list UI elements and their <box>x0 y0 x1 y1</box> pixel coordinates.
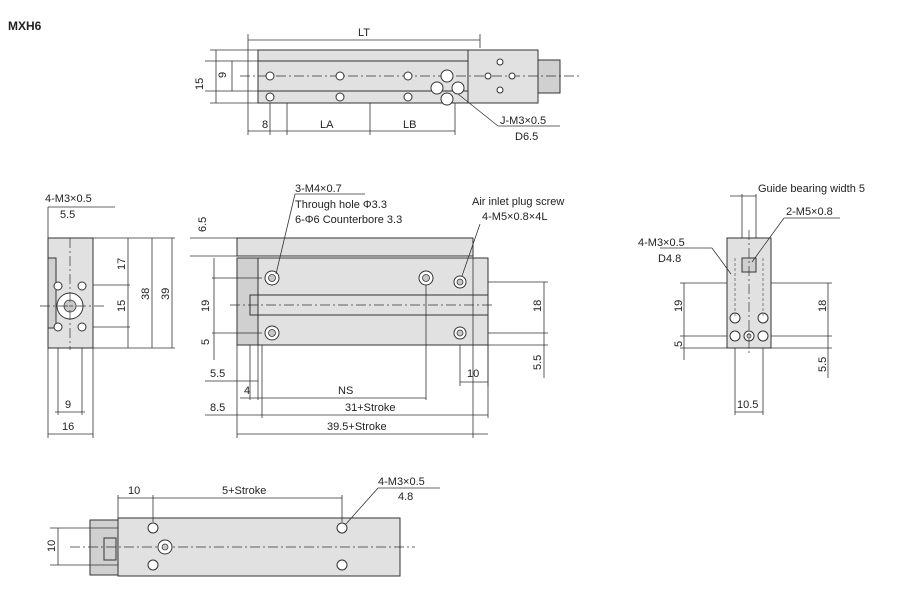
bottom-view: 10 5+Stroke 4-M3×0.5 4.8 10 <box>46 476 440 577</box>
right-dim-5-5: 5.5 <box>817 357 829 372</box>
air-port-inner <box>456 278 464 286</box>
front-callout-3: 6-Φ6 Counterbore 3.3 <box>295 214 402 226</box>
top-hole <box>265 92 275 102</box>
front-dim-19: 19 <box>200 300 212 312</box>
left-dim-16: 16 <box>62 421 74 433</box>
dim-LB: LB <box>403 119 416 131</box>
front-dim-5-5-w: 5.5 <box>210 368 225 380</box>
left-hole <box>77 322 87 332</box>
right-hole <box>729 330 741 342</box>
front-dim-5-5: 5.5 <box>532 355 544 370</box>
left-thread: 4-M3×0.5 <box>45 193 92 205</box>
top-port <box>451 81 465 95</box>
bottom-hole <box>147 522 159 534</box>
front-hole <box>268 329 276 337</box>
top-hole <box>403 92 413 102</box>
front-dim-4: 4 <box>244 385 250 397</box>
bottom-dim-h10: 10 <box>46 540 58 552</box>
left-hole <box>53 322 63 332</box>
top-body <box>257 49 469 104</box>
front-table <box>236 237 474 257</box>
front-dim-18: 18 <box>532 300 544 312</box>
top-port <box>440 92 454 106</box>
top-small-hole <box>508 72 516 80</box>
left-side-strip <box>47 257 57 329</box>
right-dim-5: 5 <box>673 341 685 347</box>
left-dim-15: 15 <box>116 300 128 312</box>
bottom-hole <box>147 559 159 571</box>
model-title: MXH6 <box>8 19 42 33</box>
top-port <box>440 69 454 83</box>
top-small-hole <box>496 58 504 66</box>
top-hole <box>335 92 345 102</box>
left-dim-9: 9 <box>65 399 71 411</box>
right-hole <box>757 330 769 342</box>
front-callout-1: 3-M4×0.7 <box>295 183 342 195</box>
right-thread-2: 2-M5×0.8 <box>786 206 833 218</box>
front-body <box>257 257 489 346</box>
bottom-hole <box>336 559 348 571</box>
bottom-depth: 4.8 <box>398 491 413 503</box>
bottom-dim-10: 10 <box>128 485 140 497</box>
left-view: 4-M3×0.5 5.5 17 15 38 39 9 16 <box>40 193 175 438</box>
right-dim-18: 18 <box>817 300 829 312</box>
dim-LA: LA <box>320 119 334 131</box>
bottom-hole <box>336 522 348 534</box>
top-view: LT 9 15 8 LA LB J-M3×0.5 D6.5 <box>194 27 580 143</box>
air-inlet-label: Air inlet plug screw <box>472 196 564 208</box>
top-port <box>430 81 444 95</box>
bottom-port-inner <box>161 543 169 551</box>
top-small-hole <box>496 86 504 94</box>
left-dim-17: 17 <box>116 258 128 270</box>
front-dim-6-5: 6.5 <box>197 217 209 232</box>
top-end-block <box>467 49 539 104</box>
front-view: 3-M4×0.7 Through hole Φ3.3 6-Φ6 Counterb… <box>190 183 564 438</box>
front-dim-NS: NS <box>338 385 353 397</box>
bottom-dim-5-stroke: 5+Stroke <box>222 485 266 497</box>
top-end-cap <box>537 59 561 94</box>
left-hole <box>77 281 87 291</box>
right-dim-10-5: 10.5 <box>737 399 758 411</box>
dim-9: 9 <box>217 72 229 78</box>
dim-15: 15 <box>194 78 206 90</box>
top-j-depth: D6.5 <box>515 131 538 143</box>
left-depth: 5.5 <box>60 209 75 221</box>
left-dim-38: 38 <box>140 288 152 300</box>
right-guide-label: Guide bearing width 5 <box>758 183 865 195</box>
top-hole <box>265 71 275 81</box>
top-j-thread: J-M3×0.5 <box>500 115 546 127</box>
front-dim-5: 5 <box>200 339 212 345</box>
front-dim-8-5: 8.5 <box>210 402 225 414</box>
air-port-inner <box>456 329 464 337</box>
front-dim-39-5-stroke: 39.5+Stroke <box>327 421 387 433</box>
top-hole <box>403 71 413 81</box>
top-hole <box>335 71 345 81</box>
front-callout-2: Through hole Φ3.3 <box>295 199 387 211</box>
left-hole <box>53 281 63 291</box>
dim-8: 8 <box>262 119 268 131</box>
front-hole <box>422 274 430 282</box>
right-depth: D4.8 <box>658 253 681 265</box>
right-dim-19: 19 <box>673 300 685 312</box>
front-dim-31-stroke: 31+Stroke <box>345 402 395 414</box>
front-hole <box>268 274 276 282</box>
air-inlet-thread: 4-M5×0.8×4L <box>482 211 547 223</box>
top-small-hole <box>484 72 492 80</box>
right-view: Guide bearing width 5 2-M5×0.8 4-M3×0.5 … <box>638 183 865 415</box>
bottom-stopper <box>103 537 117 561</box>
right-thread-4: 4-M3×0.5 <box>638 237 685 249</box>
bottom-thread: 4-M3×0.5 <box>378 476 425 488</box>
left-dim-39: 39 <box>160 288 172 300</box>
dim-LT: LT <box>358 27 370 39</box>
